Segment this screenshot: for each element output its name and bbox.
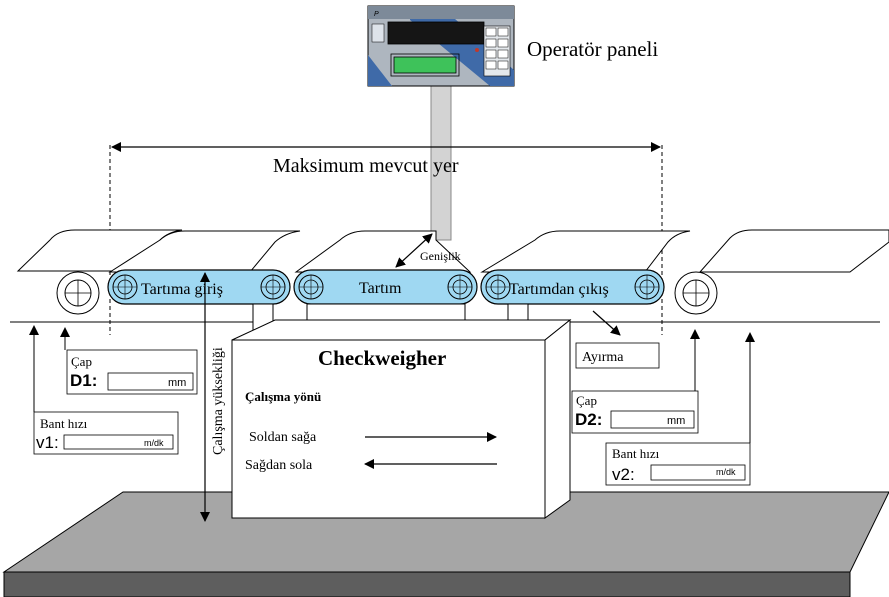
- d1-name: D1:: [70, 371, 97, 390]
- v2-field: [650, 464, 746, 481]
- panel-key: [485, 27, 497, 37]
- v2-name: v2:: [612, 465, 635, 484]
- direction-title: Çalışma yönü: [245, 389, 321, 404]
- d2-unit: mm: [667, 415, 685, 427]
- reject-box: [575, 342, 660, 369]
- panel-led-display: [387, 21, 485, 45]
- v1-caption: Bant hızı: [40, 416, 88, 431]
- d2-name: D2:: [575, 410, 602, 429]
- v2-caption: Bant hızı: [612, 446, 660, 461]
- panel-lcd-display: [393, 56, 457, 74]
- d1-caption: Çap: [71, 354, 92, 369]
- width-label: Genişlik: [420, 249, 461, 263]
- left-external-conveyor: [16, 229, 183, 315]
- infeed-belt: [107, 269, 291, 305]
- operator-panel: P: [367, 5, 515, 87]
- v1-field: [63, 434, 174, 450]
- outfeed-belt-top: [480, 230, 691, 273]
- right-to-left-label: Sağdan sola: [245, 458, 313, 473]
- right-conveyor-sheet: [698, 229, 889, 273]
- working-height-label: Çalışma yüksekliği: [211, 347, 226, 455]
- machine-front: [231, 339, 546, 519]
- infeed-belt-top: [108, 230, 301, 273]
- machine-top: [231, 319, 572, 341]
- d1-unit: mm: [168, 377, 186, 389]
- v2-unit: m/dk: [716, 467, 736, 477]
- v1-unit: m/dk: [144, 438, 164, 448]
- panel-key: [497, 49, 509, 59]
- panel-indicator: [475, 48, 479, 52]
- d1-field: [107, 372, 194, 391]
- infeed-conveyor: [107, 269, 291, 305]
- reject-arrow: [592, 310, 621, 336]
- floor-front: [3, 571, 851, 597]
- d2-field: [610, 410, 695, 429]
- panel-header: [368, 6, 514, 19]
- reject-label: Ayırma: [582, 350, 624, 365]
- panel-key: [485, 49, 497, 59]
- panel-key: [497, 27, 509, 37]
- panel-key: [497, 38, 509, 48]
- outfeed-label: Tartımdan çıkış: [509, 281, 609, 298]
- width-arrow: [395, 233, 433, 268]
- panel-key: [485, 60, 497, 70]
- panel-status-leds: [371, 23, 385, 43]
- outfeed-belt: [480, 269, 665, 305]
- right-external-conveyor: [674, 229, 889, 315]
- panel-key: [497, 60, 509, 70]
- panel-stripe-left: [368, 55, 392, 86]
- infeed-label: Tartıma giriş: [141, 281, 223, 298]
- left-to-right-label: Soldan sağa: [249, 430, 317, 445]
- machine-title: Checkweigher: [318, 346, 446, 370]
- d2-caption: Çap: [576, 393, 597, 408]
- checkweigher-machine: [231, 318, 572, 519]
- panel-lcd-frame: [390, 53, 460, 77]
- panel-key: [485, 38, 497, 48]
- operator-panel-label: Operatör paneli: [527, 37, 658, 61]
- weighing-label: Tartım: [359, 280, 402, 297]
- machine-side: [544, 318, 571, 519]
- v1-name: v1:: [36, 433, 59, 452]
- outfeed-conveyor: [480, 269, 665, 305]
- max-space-label: Maksimum mevcut yer: [273, 155, 459, 177]
- panel-brand-logo: P: [374, 11, 379, 18]
- floor: [2, 491, 889, 597]
